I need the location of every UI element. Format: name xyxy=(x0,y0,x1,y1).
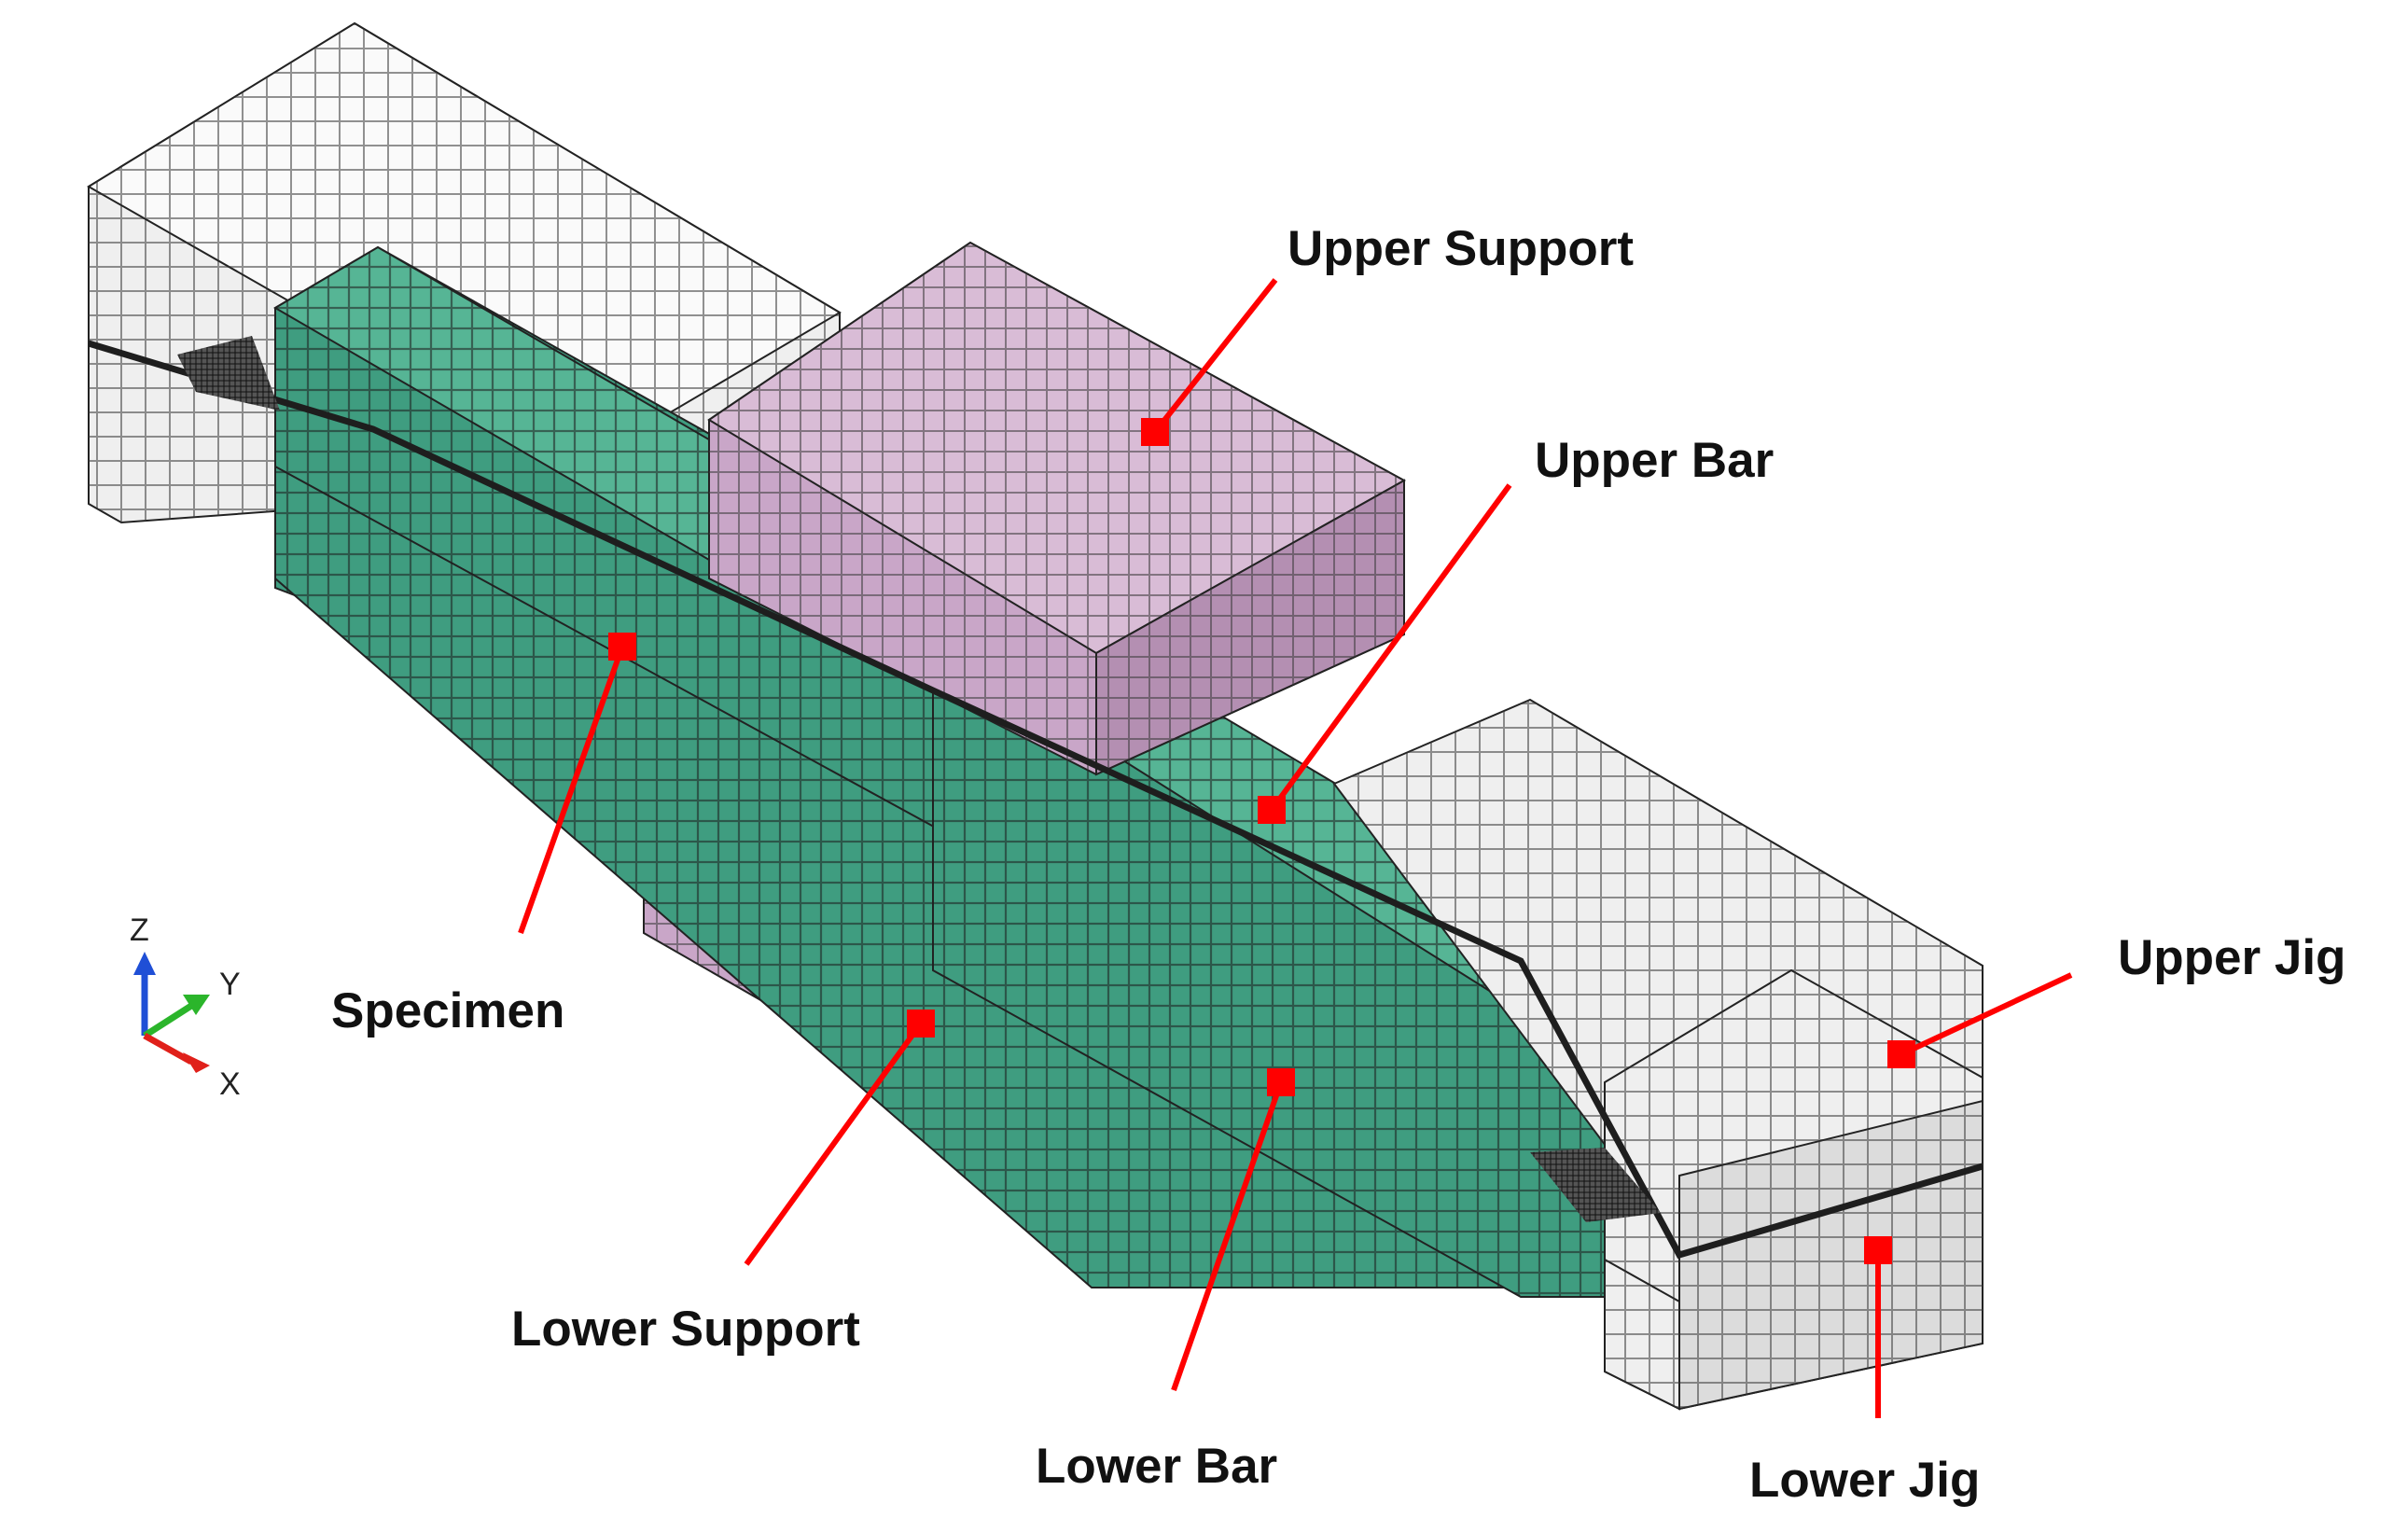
lower-support-leader xyxy=(744,1022,924,1266)
lower-jig-front xyxy=(1604,1258,1680,1411)
upper-support-leader xyxy=(1152,278,1278,434)
adhesive-layer xyxy=(87,340,1983,1260)
adhesive-fill-right xyxy=(1530,1148,1661,1222)
axis-y-label: Y xyxy=(219,967,241,1002)
x-axis-head xyxy=(183,1052,210,1073)
axis-z-label: Z xyxy=(130,912,149,948)
lower-support-marker xyxy=(907,1010,935,1038)
y-axis-arrow xyxy=(143,1003,193,1038)
upper-bar-leader xyxy=(1269,483,1512,812)
upper-jig-leader xyxy=(1900,972,2073,1057)
upper-jig-marker xyxy=(1887,1040,1915,1068)
upper-support-marker xyxy=(1141,418,1169,446)
label-upper-jig: Upper Jig xyxy=(2118,930,2346,985)
x-axis-arrow xyxy=(143,1032,193,1065)
label-specimen: Specimen xyxy=(331,983,565,1038)
z-axis-head xyxy=(133,952,156,975)
label-upper-bar: Upper Bar xyxy=(1535,433,1775,488)
specimen-leader xyxy=(518,645,625,935)
coordinate-triad xyxy=(133,952,210,1073)
lower-bar-marker xyxy=(1267,1068,1295,1096)
label-lower-jig: Lower Jig xyxy=(1749,1453,1981,1508)
label-lower-support: Lower Support xyxy=(511,1302,860,1357)
label-lower-bar: Lower Bar xyxy=(1036,1439,1278,1494)
lower-jig-marker xyxy=(1864,1236,1892,1264)
specimen-marker xyxy=(608,633,636,661)
label-upper-support: Upper Support xyxy=(1288,221,1634,276)
y-axis-head xyxy=(183,995,210,1015)
adhesive-fill-left xyxy=(177,336,280,411)
upper-bar-marker xyxy=(1258,796,1286,824)
axis-x-label: X xyxy=(219,1066,241,1102)
lower-jig-side xyxy=(1678,1099,1983,1411)
lower-bar-leader xyxy=(1171,1081,1284,1391)
upper-support-side xyxy=(1095,479,1405,776)
